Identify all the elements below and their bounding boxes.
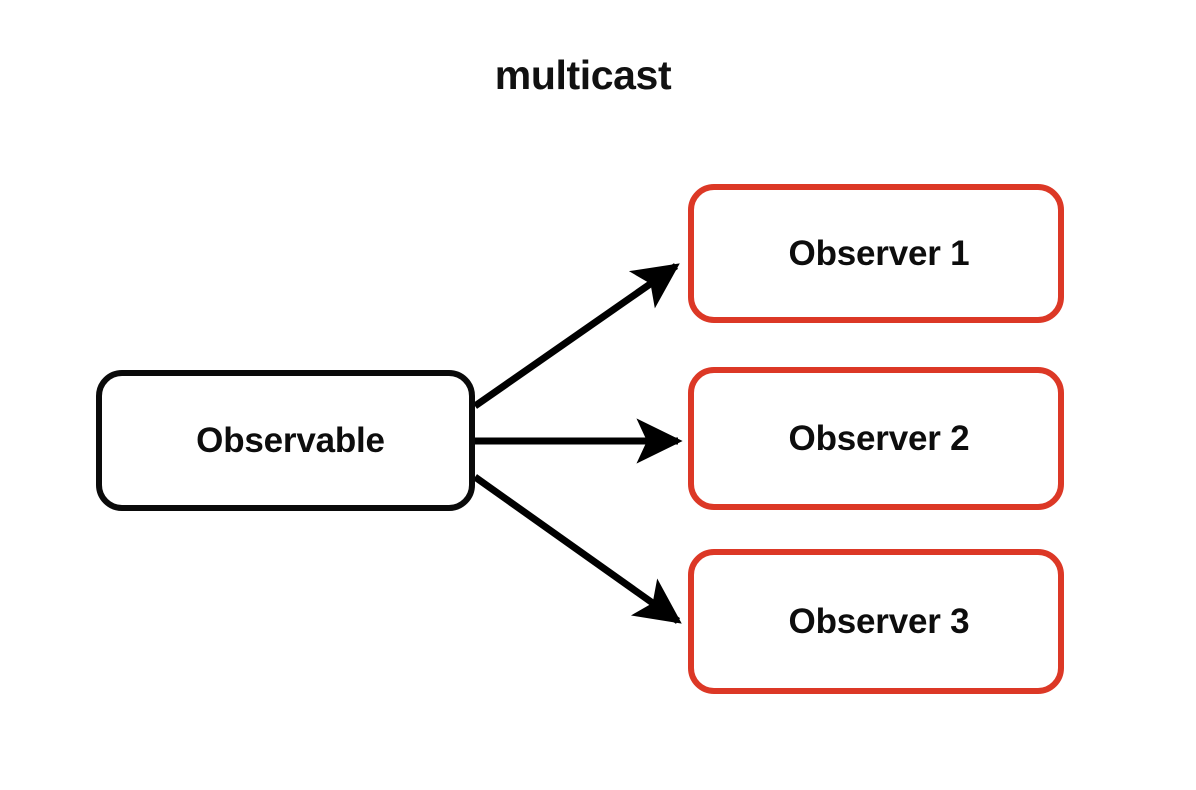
node-observer-2-label: Observer 2 xyxy=(788,419,970,458)
node-observer-2[interactable]: Observer 2 xyxy=(688,367,1064,510)
node-observer-3[interactable]: Observer 3 xyxy=(688,549,1064,694)
node-observable[interactable]: Observable xyxy=(96,370,475,511)
node-observable-label: Observable xyxy=(196,421,385,460)
arrow-observable-to-observer-1 xyxy=(472,263,680,409)
node-observer-1-label: Observer 1 xyxy=(788,234,970,273)
arrow-observable-to-observer-3 xyxy=(472,474,682,624)
node-observer-3-label: Observer 3 xyxy=(788,602,970,641)
diagram-title: multicast xyxy=(494,52,672,98)
node-observer-1[interactable]: Observer 1 xyxy=(688,184,1064,323)
